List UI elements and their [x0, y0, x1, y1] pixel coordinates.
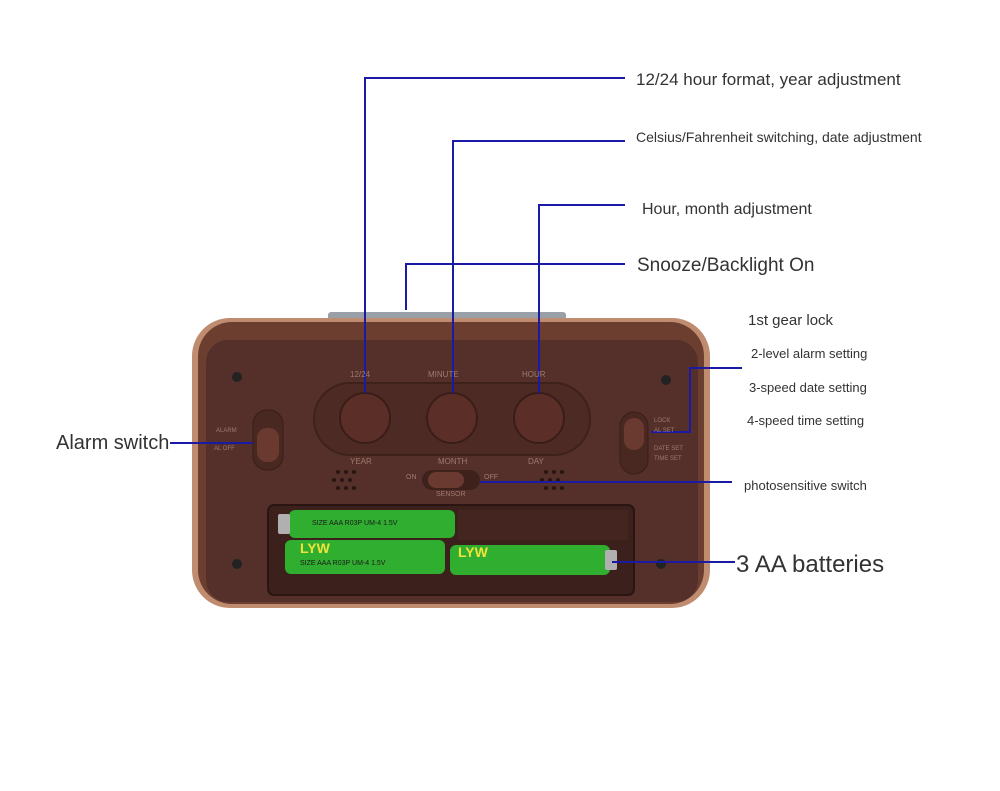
leader-lines [170, 77, 742, 563]
leader-format [364, 77, 625, 393]
alarm-slider-knob[interactable] [257, 428, 279, 462]
lower-label-month: MONTH [438, 457, 468, 466]
lock-label-3: DATE SET [654, 446, 683, 452]
label-snooze: Snooze/Backlight On [637, 255, 815, 276]
screw-top-right [661, 375, 671, 385]
battery-text-1: SIZE AAA R03P UM-4 1.5V [312, 520, 398, 527]
leader-snooze [405, 263, 625, 310]
lock-label-4: TIME SET [654, 456, 682, 462]
alarm-slider-label-off: AL OFF [214, 446, 235, 452]
leader-hour [538, 204, 625, 393]
label-alarm-switch: Alarm switch [56, 432, 170, 454]
label-gear2: 2-level alarm setting [751, 346, 868, 361]
battery-text-2: SIZE AAA R03P UM-4 1.5V [300, 560, 386, 567]
btn-label-1224: 12/24 [350, 370, 371, 379]
lock-slider-knob[interactable] [624, 418, 644, 450]
lock-label-1: LOCK [654, 418, 671, 424]
screw-bottom-left [232, 559, 242, 569]
label-gear3: 3-speed date setting [749, 380, 867, 395]
btn-label-minute: MINUTE [428, 370, 459, 379]
leader-lock [651, 367, 742, 433]
photo-label-on: ON [406, 474, 417, 481]
lower-label-day: DAY [528, 457, 544, 466]
photo-label-off: OFF [484, 474, 498, 481]
alarm-slider-label-on: ALARM [216, 428, 237, 434]
battery-brand-3: LYW [458, 544, 488, 560]
lock-label-2: AL SET [654, 428, 675, 434]
minute-button[interactable] [426, 392, 478, 444]
battery-3 [450, 545, 610, 575]
battery-2 [285, 540, 445, 574]
label-photo-switch: photosensitive switch [744, 478, 867, 493]
btn-label-hour: HOUR [522, 370, 546, 379]
label-celsius: Celsius/Fahrenheit switching, date adjus… [636, 129, 922, 145]
photo-slider-knob[interactable] [428, 472, 464, 488]
label-hour: Hour, month adjustment [642, 201, 812, 218]
format-button[interactable] [339, 392, 391, 444]
label-gear1: 1st gear lock [748, 312, 834, 329]
battery-1-cap [278, 514, 290, 534]
battery-3-cap [605, 550, 617, 570]
leader-minute [452, 140, 625, 393]
battery-empty-slot [458, 510, 628, 540]
speaker-holes-left [332, 470, 356, 490]
battery-1 [289, 510, 455, 538]
label-batteries: 3 AA batteries [736, 551, 885, 578]
lower-label-year: YEAR [350, 457, 372, 466]
photo-label-sensor: SENSOR [436, 491, 466, 498]
hour-button[interactable] [513, 392, 565, 444]
label-format: 12/24 hour format, year adjustment [636, 70, 901, 89]
battery-brand-2: LYW [300, 540, 330, 556]
label-gear4: 4-speed time setting [747, 413, 865, 428]
screw-top-left [232, 372, 242, 382]
screw-bottom-right [656, 559, 666, 569]
